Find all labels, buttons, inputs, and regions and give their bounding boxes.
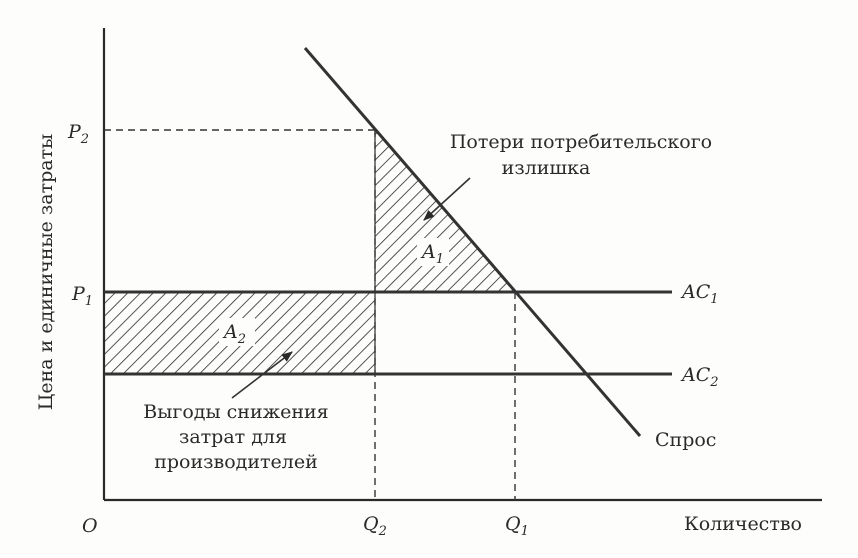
area-a2-label-bg xyxy=(219,318,255,346)
area-a2-label: A2 xyxy=(222,321,246,347)
consumer-loss-pointer xyxy=(423,177,471,221)
q1-tick-label: Q1 xyxy=(505,513,529,539)
area-a1-label-bg xyxy=(417,238,449,266)
demand-label: Спрос xyxy=(655,429,716,451)
demand-curve xyxy=(303,47,642,437)
ac1-label: AC1 xyxy=(680,281,719,307)
area-a1-label: A1 xyxy=(420,241,444,267)
consumer-loss-annotation: Потери потребительского излишка xyxy=(450,131,718,179)
producer-gain-annotation: Выгоды снижения затрат для производителе… xyxy=(143,401,334,473)
y-axis-label: Цена и единичные затраты xyxy=(35,134,57,410)
p2-tick-label: P2 xyxy=(67,121,89,147)
q2-tick-label: Q2 xyxy=(363,513,387,539)
x-axis-label: Количество xyxy=(684,513,802,535)
producer-gain-pointer xyxy=(231,351,293,399)
origin-label: O xyxy=(82,515,98,537)
p1-tick-label: P1 xyxy=(71,283,93,309)
ac2-label: AC2 xyxy=(680,364,719,390)
